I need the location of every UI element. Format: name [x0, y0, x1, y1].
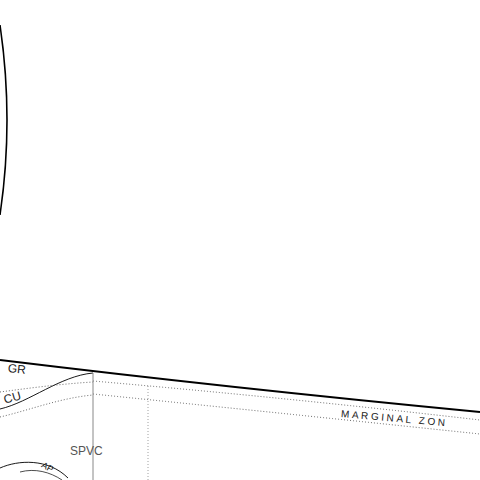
structure-label: SPVC [70, 445, 103, 457]
boundary-line [93, 373, 94, 480]
section-outline [0, 25, 7, 215]
structure-label: MARGINAL ZON [341, 409, 448, 428]
dotted-border [93, 381, 480, 420]
nucleus-border [0, 373, 93, 409]
dotted-border [93, 394, 480, 434]
structure-label: CU [2, 389, 22, 405]
dotted-border [148, 386, 149, 480]
area-postrema-outline [20, 470, 62, 480]
structure-label: AP [40, 460, 55, 474]
section-outline [0, 360, 480, 412]
structure-label: GR [7, 362, 26, 376]
